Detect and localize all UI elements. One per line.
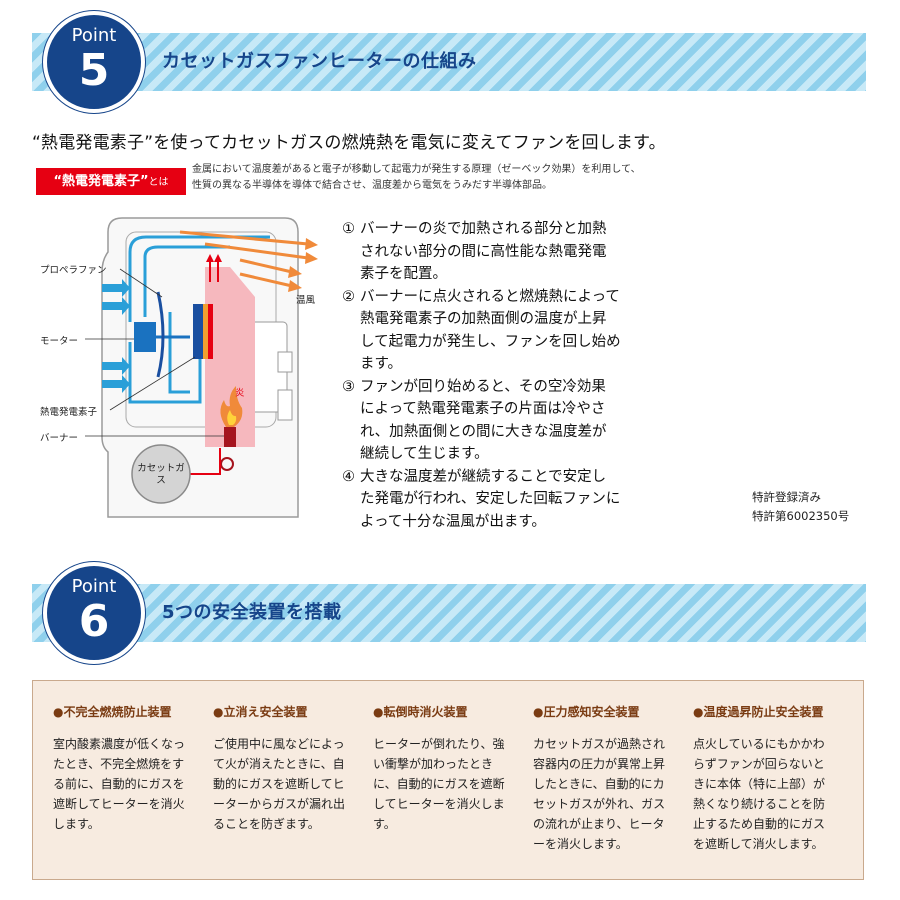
point5-number: 5 — [78, 45, 110, 96]
safety-item-flameout: ●立消え安全装置 ご使用中に風などによって火が消えたときに、自動的にガスを遮断し… — [213, 703, 363, 834]
definition-tag: “熱電発電素子”とは — [36, 168, 186, 195]
thermo-element-hot — [208, 304, 213, 359]
safety-item-title: ●圧力感知安全装置 — [533, 705, 640, 719]
air-duct-top — [128, 235, 270, 322]
label-propeller-fan: プロペラファン — [40, 265, 107, 276]
lead-text: “熱電発電素子”を使ってカセットガスの燃焼熱を電気に変えてファンを回します。 — [32, 133, 666, 153]
step-3-num: ③ — [342, 378, 355, 395]
definition-line2: 性質の異なる半導体を導体で結合させ、温度差から電気をうみだす半導体部品。 — [192, 180, 552, 191]
safety-item-text: 点火しているにもかかわらずファンが回らないときに本体（特に上部）が熱くなり続ける… — [693, 737, 826, 851]
definition-line1: 金属において温度差があると電子が移動して起電力が発生する原理（ゼーベック効果）を… — [192, 164, 641, 175]
heater-diagram: プロペラファン モーター 熱電発電素子 バーナー 温風 炎 カセットガス — [30, 212, 320, 527]
patent-line2: 特許第6002350号 — [752, 509, 850, 523]
point6-label: Point — [71, 576, 117, 597]
flame-icon — [220, 386, 243, 427]
flame-inner — [227, 410, 237, 425]
warm-air-arrows — [179, 230, 318, 292]
definition-tag-suffix: とは — [148, 177, 169, 188]
label-warm-air: 温風 — [296, 295, 316, 306]
combustion-chamber — [205, 267, 255, 447]
point5-title: カセットガスファンヒーターの仕組み — [162, 51, 477, 72]
propeller-fan-blade — [156, 291, 165, 378]
step-4-num: ④ — [342, 468, 355, 485]
point5-badge: Point 5 — [43, 11, 145, 113]
point5-banner: カセットガスファンヒーターの仕組み — [32, 33, 866, 91]
knob-bottom — [277, 389, 293, 421]
label-burner: バーナー — [40, 433, 79, 444]
motor-shape — [134, 322, 156, 352]
burner-shape — [224, 427, 236, 447]
point6-number: 6 — [78, 596, 110, 647]
definition-text: 金属において温度差があると電子が移動して起電力が発生する原理（ゼーベック効果）を… — [192, 162, 662, 194]
safety-item-overheat: ●温度過昇防止安全装置 点火しているにもかかわらずファンが回らないときに本体（特… — [693, 703, 843, 854]
safety-item-title: ●立消え安全装置 — [213, 705, 308, 719]
air-duct-mid — [168, 312, 190, 394]
safety-item-text: カセットガスが過熱され容器内の圧力が異常上昇したときに、自動的にカセットガスが外… — [533, 737, 666, 851]
safety-item-title: ●温度過昇防止安全装置 — [693, 705, 824, 719]
heat-arrows — [206, 254, 222, 282]
safety-item-title: ●転倒時消火装置 — [373, 705, 468, 719]
cassette-gas-can — [131, 444, 191, 504]
knob-top — [277, 351, 293, 373]
heater-diagram-svg — [85, 217, 318, 518]
point6-banner: 5つの安全装置を搭載 — [32, 584, 866, 642]
label-motor: モーター — [40, 336, 79, 347]
label-cassette-gas: カセットガス — [137, 463, 185, 486]
intake-arrows — [102, 279, 130, 393]
safety-item-text: ヒーターが倒れたり、強い衝撃が加わったときに、自動的にガスを遮断してヒーターを消… — [373, 737, 505, 831]
point6-title: 5つの安全装置を搭載 — [162, 602, 342, 623]
safety-item-pressure: ●圧力感知安全装置 カセットガスが過熱され容器内の圧力が異常上昇したときに、自動… — [533, 703, 683, 854]
thermo-element-cold — [193, 304, 203, 359]
safety-item-title: ●不完全燃焼防止装置 — [53, 705, 172, 719]
point6-badge: Point 6 — [43, 562, 145, 664]
definition-tag-main: “熱電発電素子” — [53, 174, 149, 189]
patent-line1: 特許登録済み — [752, 490, 821, 504]
safety-item-tipover: ●転倒時消火装置 ヒーターが倒れたり、強い衝撃が加わったときに、自動的にガスを遮… — [373, 703, 523, 834]
label-thermo-element: 熱電発電素子 — [40, 407, 98, 418]
safety-devices-box: ●不完全燃焼防止装置 室内酸素濃度が低くなったとき、不完全燃焼をする前に、自動的… — [32, 680, 864, 880]
thermo-element-core — [203, 304, 208, 359]
label-leaders — [85, 268, 224, 437]
air-duct-bottom — [128, 342, 202, 404]
air-duct-inner — [143, 245, 230, 317]
safety-item-text: 室内酸素濃度が低くなったとき、不完全燃焼をする前に、自動的にガスを遮断してヒータ… — [53, 737, 186, 831]
safety-item-text: ご使用中に風などによって火が消えたときに、自動的にガスを遮断してヒーターからガス… — [213, 737, 346, 831]
point5-label: Point — [71, 25, 117, 46]
label-flame: 炎 — [235, 388, 245, 399]
step-2-num: ② — [342, 288, 355, 305]
patent-note: 特許登録済み 特許第6002350号 — [752, 488, 849, 526]
step-1-num: ① — [342, 221, 355, 237]
safety-item-incomplete-combustion: ●不完全燃焼防止装置 室内酸素濃度が低くなったとき、不完全燃焼をする前に、自動的… — [53, 703, 203, 834]
